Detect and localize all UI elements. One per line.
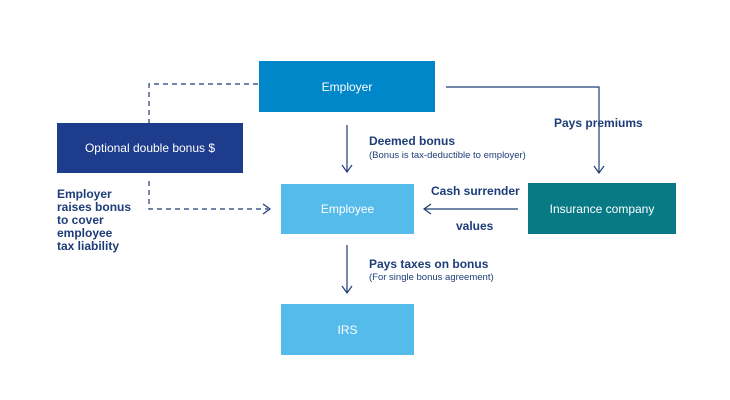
arrowhead-employee-to-irs: [341, 285, 353, 295]
cash-surrender-label-line2: values: [456, 219, 494, 233]
employer-raises-bonus-label: Employer raises bonus to cover employee …: [57, 187, 132, 253]
irs-box: IRS: [281, 304, 414, 355]
dashed-connector-employer-optional-bonus: [148, 83, 258, 123]
employer-box: Employer: [259, 61, 435, 112]
employee-label: Employee: [320, 202, 375, 216]
dashed-arrow-optional-bonus-to-employee: [148, 181, 268, 210]
arrow-employer-to-insurance: [446, 86, 600, 172]
arrowhead-employer-to-employee: [341, 164, 353, 174]
pays-taxes-note: (For single bonus agreement): [369, 272, 494, 283]
insurance-company-box: Insurance company: [528, 183, 676, 234]
optional-double-bonus-label: Optional double bonus $: [84, 141, 216, 155]
deemed-bonus-note: (Bonus is tax-deductible to employer): [369, 150, 526, 161]
cash-surrender-label-line1: Cash surrender: [431, 184, 520, 198]
pays-taxes-title: Pays taxes on bonus: [369, 257, 489, 271]
deemed-bonus-title: Deemed bonus: [369, 134, 456, 148]
insurance-company-label: Insurance company: [549, 201, 655, 216]
optional-double-bonus-box: Optional double bonus $: [57, 123, 243, 173]
pays-premiums-label: Pays premiums: [554, 116, 643, 130]
employer-label: Employer: [321, 79, 373, 94]
arrowhead-insurance-to-employee: [422, 203, 432, 215]
irs-label: IRS: [337, 322, 358, 337]
arrowhead-to-employee-left: [262, 203, 272, 215]
arrowhead-employer-to-insurance: [593, 165, 605, 175]
employee-box: Employee: [281, 184, 414, 234]
